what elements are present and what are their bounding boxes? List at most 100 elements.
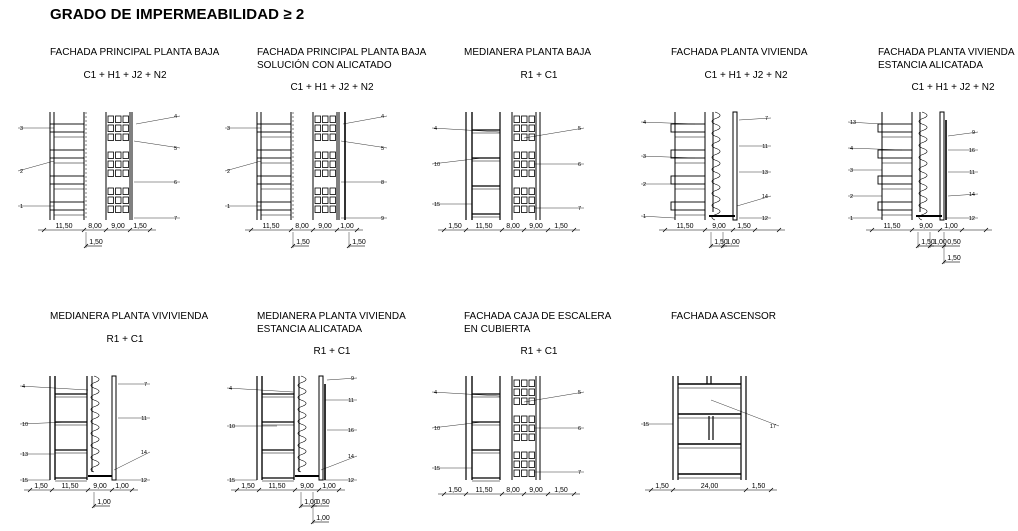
dim-tick bbox=[127, 227, 133, 233]
block-leaf-cell bbox=[513, 451, 520, 459]
callout-label: 3 bbox=[850, 168, 853, 174]
dim-tick bbox=[670, 487, 676, 493]
block-leaf-cell bbox=[528, 160, 535, 168]
callout-label: 9 bbox=[381, 216, 384, 222]
block-leaf-cell bbox=[513, 460, 520, 468]
block-leaf-cell bbox=[329, 124, 336, 132]
callout-label: 5 bbox=[381, 146, 384, 152]
brick-leaf-brick-course bbox=[670, 123, 706, 133]
block-leaf-cell bbox=[322, 205, 329, 213]
callout-label: 17 bbox=[770, 424, 776, 430]
panel-formula: C1 + H1 + J2 + N2 bbox=[290, 82, 374, 93]
dimension-label: 9,00 bbox=[712, 223, 726, 230]
block-leaf-cell bbox=[513, 133, 520, 141]
drywall-board bbox=[111, 375, 117, 481]
callout-label: 7 bbox=[144, 382, 147, 388]
brick-leaf-brick-course bbox=[877, 123, 913, 133]
panel-title-line: FACHADA PLANTA VIVIENDA bbox=[878, 47, 1015, 58]
callout-label: 12 bbox=[348, 478, 354, 484]
dimension-label: 11,50 bbox=[677, 223, 694, 230]
block-leaf-cell bbox=[528, 424, 535, 432]
callout-label: 4 bbox=[22, 384, 25, 390]
block-leaf-cell bbox=[521, 124, 528, 132]
callout-label: 13 bbox=[22, 452, 28, 458]
dim-tick bbox=[768, 487, 774, 493]
dimension-label: 24,00 bbox=[701, 483, 719, 490]
dimension-label: 1,50 bbox=[133, 223, 147, 230]
block-leaf-cell bbox=[521, 151, 528, 159]
leader-line bbox=[947, 193, 979, 197]
brick-leaf-brick-course bbox=[670, 175, 706, 185]
panel-title-line: EN CUBIERTA bbox=[464, 324, 531, 335]
leader-line bbox=[523, 391, 585, 403]
dim-tick bbox=[334, 227, 340, 233]
block-leaf-cell bbox=[521, 451, 528, 459]
callout-label: 11 bbox=[762, 144, 768, 150]
dim-tick bbox=[463, 491, 469, 497]
dimension-label: 1,50 bbox=[752, 483, 766, 490]
block-leaf-cell bbox=[521, 379, 528, 387]
block-leaf-cell bbox=[521, 424, 528, 432]
drywall-board bbox=[939, 111, 945, 221]
dim-tick bbox=[571, 227, 577, 233]
block-leaf-cell bbox=[528, 187, 535, 195]
block-leaf-cell bbox=[528, 460, 535, 468]
panel-title-line: FACHADA PLANTA VIVIENDA bbox=[671, 47, 808, 58]
block-leaf-cell bbox=[107, 187, 114, 195]
block-leaf-cell bbox=[513, 469, 520, 477]
leader-line bbox=[19, 385, 89, 391]
leader-line bbox=[113, 451, 151, 471]
block-leaf-cell bbox=[314, 187, 321, 195]
callout-label: 1 bbox=[227, 204, 230, 210]
callout-label: 3 bbox=[20, 126, 23, 132]
block-leaf-cell bbox=[314, 151, 321, 159]
panel-title-line: FACHADA CAJA DE ESCALERA bbox=[464, 311, 612, 322]
dim-tick bbox=[743, 487, 749, 493]
dimension-label: 1,50 bbox=[448, 223, 462, 230]
block-leaf-cell bbox=[329, 205, 336, 213]
dimension-label: 9,00 bbox=[318, 223, 332, 230]
dim-tick bbox=[545, 491, 551, 497]
panel-title-line: ESTANCIA ALICATADA bbox=[257, 324, 363, 335]
block-leaf-cell bbox=[528, 388, 535, 396]
brick-leaf-brick-course bbox=[877, 149, 913, 159]
block-leaf-cell bbox=[115, 169, 122, 177]
block-leaf-cell bbox=[314, 115, 321, 123]
block-leaf-cell bbox=[329, 115, 336, 123]
callout-label: 7 bbox=[765, 116, 768, 122]
dim-tick bbox=[310, 227, 316, 233]
block-leaf-cell bbox=[107, 196, 114, 204]
block-leaf-cell bbox=[513, 205, 520, 213]
panel-title-line: MEDIANERA PLANTA VIVIVIENDA bbox=[50, 311, 209, 322]
cavity-insulation bbox=[711, 111, 721, 221]
brick-leaf-brick-course bbox=[877, 201, 913, 211]
dimension-label: 8,00 bbox=[506, 223, 520, 230]
brick-leaf-brick-course bbox=[877, 175, 913, 185]
block-leaf-cell bbox=[513, 388, 520, 396]
block-leaf-cell bbox=[107, 205, 114, 213]
dimension-label: 1,00 bbox=[340, 223, 354, 230]
brick-leaf-brick-course bbox=[49, 149, 85, 159]
leader-line bbox=[342, 115, 388, 125]
dim-tick bbox=[129, 487, 135, 493]
leader-line bbox=[19, 421, 69, 425]
panel-title-line: MEDIANERA PLANTA VIVIENDA bbox=[257, 311, 406, 322]
dimension-label: 1,50 bbox=[89, 239, 103, 246]
leader-line bbox=[17, 160, 55, 172]
callout-label: 4 bbox=[229, 386, 232, 392]
dim-tick bbox=[648, 487, 654, 493]
block-leaf-cell bbox=[115, 160, 122, 168]
callout-label: 9 bbox=[972, 130, 975, 136]
callout-label: 16 bbox=[348, 428, 354, 434]
block-leaf-cell bbox=[521, 469, 528, 477]
dim-tick bbox=[702, 227, 708, 233]
block-leaf-cell bbox=[513, 379, 520, 387]
leader-line bbox=[224, 160, 262, 172]
callout-label: 3 bbox=[643, 154, 646, 160]
block-leaf-cell bbox=[329, 169, 336, 177]
